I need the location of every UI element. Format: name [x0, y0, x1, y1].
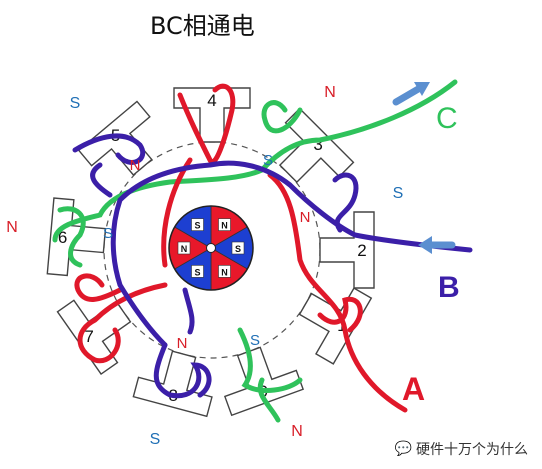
rotor-pole-label: S	[194, 267, 200, 277]
tooth-number-7: 7	[84, 327, 93, 346]
phase-b-winding	[72, 133, 473, 399]
outer-pole-label-9: N	[291, 423, 303, 440]
arrow-out-c	[392, 82, 430, 106]
inner-pole-label: N	[177, 335, 188, 352]
tooth-number-6: 6	[58, 228, 67, 247]
inner-pole-label: N	[130, 157, 141, 174]
rotor: N S N S N S	[168, 205, 254, 291]
rotor-pole-label: S	[235, 244, 241, 254]
outer-pole-label-3: N	[324, 84, 336, 101]
inner-pole-label: N	[300, 209, 311, 226]
rotor-pole-label: N	[221, 267, 228, 277]
stator-tooth-9	[223, 346, 305, 417]
inner-pole-label: S	[263, 152, 273, 169]
tooth-number-2: 2	[357, 241, 366, 260]
rotor-pole-label: S	[194, 221, 200, 231]
watermark-text: 硬件十万个为什么	[416, 442, 528, 458]
stator-tooth-3	[278, 107, 355, 184]
rotor-pole-label: N	[221, 221, 228, 231]
watermark: 💬 硬件十万个为什么	[395, 439, 528, 459]
terminal-a-label: A	[402, 371, 425, 407]
diagram-title: BC相通电	[150, 12, 255, 40]
outer-pole-label-6: N	[6, 219, 18, 236]
phase-c-winding	[52, 79, 458, 423]
wechat-icon: 💬	[394, 441, 412, 457]
stator-tooth-1	[298, 287, 373, 365]
terminal-b-label: B	[438, 271, 460, 304]
rotor-shaft	[206, 243, 216, 253]
arrow-into-b	[418, 236, 456, 254]
terminal-c-label: C	[436, 102, 458, 135]
tooth-number-4: 4	[207, 91, 216, 110]
inner-pole-label: S	[103, 225, 113, 242]
outer-pole-label-8: S	[150, 431, 161, 448]
outer-pole-label-5: S	[70, 95, 81, 112]
stator-tooth-2	[319, 211, 375, 289]
outer-pole-label-2: S	[393, 185, 404, 202]
inner-pole-label: S	[250, 332, 260, 349]
tooth-number-3: 3	[313, 135, 322, 154]
rotor-pole-label: N	[181, 244, 188, 254]
pole-labels: S N S N S N N S N S N S	[6, 84, 403, 448]
